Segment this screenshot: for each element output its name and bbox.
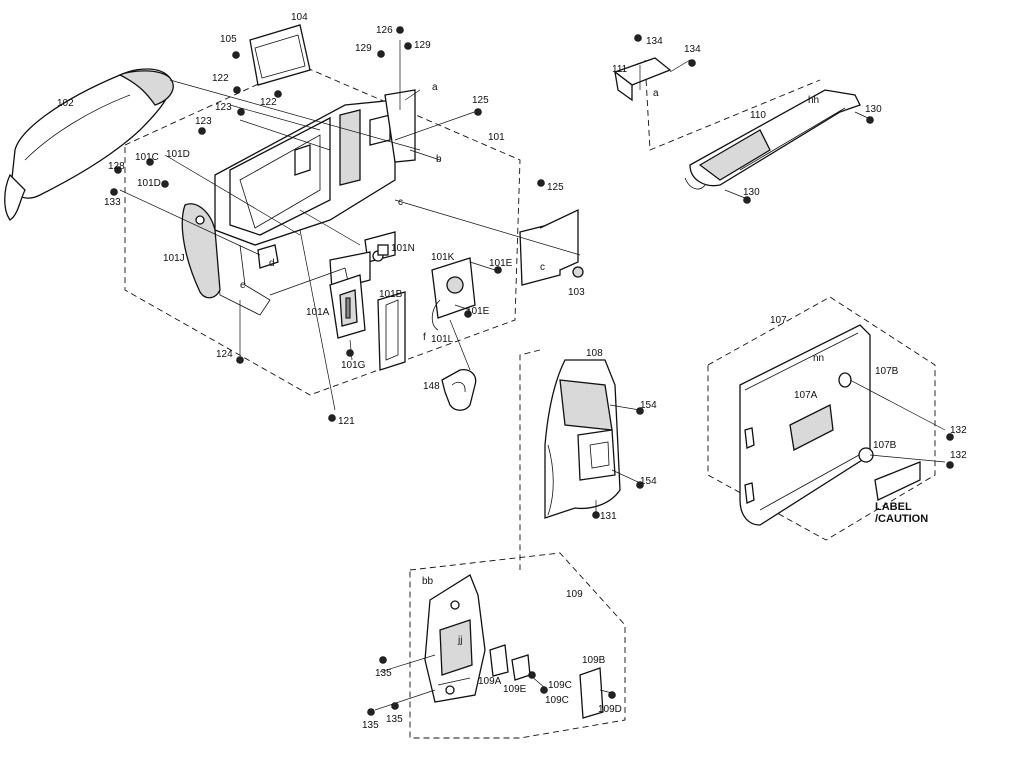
screws: [110, 26, 954, 716]
label-102: 102: [57, 98, 74, 109]
label-133: 133: [104, 197, 121, 208]
label-129b: 129: [414, 40, 431, 51]
ref-a-1: a: [432, 82, 438, 93]
assembly-107-boundary: [707, 296, 936, 541]
label-126: 126: [376, 25, 393, 36]
label-101l: 101L: [431, 334, 454, 345]
label-111: 111: [612, 64, 628, 75]
part-101k-switch: [431, 257, 476, 331]
label-135b: 135: [362, 720, 379, 731]
reference-letters: a a b c c d e f hh nn bb jj: [240, 82, 824, 646]
label-101g: 101G: [341, 360, 366, 371]
part-109-bracket: [424, 574, 486, 703]
label-123a: 123: [215, 102, 232, 113]
part-101b-bracket: [377, 291, 406, 371]
ref-e: e: [240, 280, 246, 291]
part-labels: 102 104 105 126 129 129 122 122 123 123 …: [57, 12, 967, 731]
label-101d-b: 101D: [137, 178, 161, 189]
label-105: 105: [220, 34, 237, 45]
label-125a: 125: [472, 95, 489, 106]
ref-a-2: a: [653, 88, 659, 99]
label-125b: 125: [547, 182, 564, 193]
label-109e: 109E: [503, 684, 527, 695]
part-109b-plate: [579, 667, 604, 719]
label-154a: 154: [640, 400, 657, 411]
leader-lines: [119, 40, 946, 711]
assembly-110-connector: [644, 59, 821, 151]
label-101j: 101J: [163, 253, 185, 264]
label-101a: 101A: [306, 307, 330, 318]
part-101-main-chassis: [181, 89, 416, 316]
ref-bb: bb: [422, 576, 434, 587]
label-130b: 130: [743, 187, 760, 198]
label-154b: 154: [640, 476, 657, 487]
label-109c-b: 109C: [545, 695, 569, 706]
ref-b: b: [436, 154, 442, 165]
ref-c-2: c: [540, 262, 545, 273]
part-102-hand-strap: [4, 68, 174, 221]
label-101b: 101B: [379, 289, 403, 300]
part-108-grip-cover: [544, 359, 621, 519]
label-109d: 109D: [598, 704, 622, 715]
label-104: 104: [291, 12, 308, 23]
label-107b-b: 107B: [873, 440, 897, 451]
part-107-side-panel: [739, 324, 921, 526]
label-109c-a: 109C: [548, 680, 572, 691]
part-109a-clip: [489, 644, 509, 677]
part-101a-bracket: [329, 274, 366, 339]
label-101d-a: 101D: [166, 149, 190, 160]
label-132b: 132: [950, 450, 967, 461]
label-123b: 123: [195, 116, 212, 127]
label-110: 110: [750, 110, 766, 121]
ref-jj: jj: [457, 635, 462, 646]
part-109e-clip: [511, 654, 531, 681]
part-104-top-plate: [249, 24, 311, 86]
ref-c-1: c: [398, 197, 403, 208]
label-109a: 109A: [478, 676, 502, 687]
ref-f: f: [423, 332, 426, 343]
assembly-109-boundary: [409, 552, 626, 739]
label-101e-b: 101E: [466, 306, 490, 317]
label-124: 124: [216, 349, 233, 360]
label-107: 107: [770, 315, 787, 326]
label-131: 131: [600, 511, 617, 522]
label-101n: 101N: [391, 243, 415, 254]
label-129a: 129: [355, 43, 372, 54]
label-107a: 107A: [794, 390, 818, 401]
label-122a: 122: [212, 73, 229, 84]
label-121: 121: [338, 416, 355, 427]
label-caution-line2: /CAUTION: [875, 513, 928, 525]
label-132a: 132: [950, 425, 967, 436]
part-110-top-cover: [684, 89, 861, 190]
part-111-small-bracket: [613, 57, 672, 102]
label-103: 103: [568, 287, 585, 298]
label-101: 101: [488, 132, 505, 143]
label-caution-line1: LABEL: [875, 501, 912, 513]
label-148: 148: [423, 381, 440, 392]
ref-d: d: [269, 258, 275, 269]
label-130a: 130: [865, 104, 882, 115]
label-122b: 122: [260, 97, 277, 108]
label-107b-a: 107B: [875, 366, 899, 377]
part-103-bracket: [519, 208, 584, 286]
label-101e-a: 101E: [489, 258, 513, 269]
label-109: 109: [566, 589, 583, 600]
label-108: 108: [586, 348, 603, 359]
label-101k: 101K: [431, 252, 455, 263]
label-134a: 134: [646, 36, 663, 47]
part-101n-pin: [377, 244, 389, 256]
ref-hh: hh: [808, 95, 819, 106]
label-109b: 109B: [582, 655, 606, 666]
assembly-108-connector: [519, 349, 541, 570]
label-134b: 134: [684, 44, 701, 55]
label-101c: 101C: [135, 152, 159, 163]
label-135a: 135: [375, 668, 392, 679]
label-135c: 135: [386, 714, 403, 725]
ref-nn: nn: [813, 353, 824, 364]
part-148-clip: [441, 369, 477, 411]
label-128: 128: [108, 161, 125, 172]
